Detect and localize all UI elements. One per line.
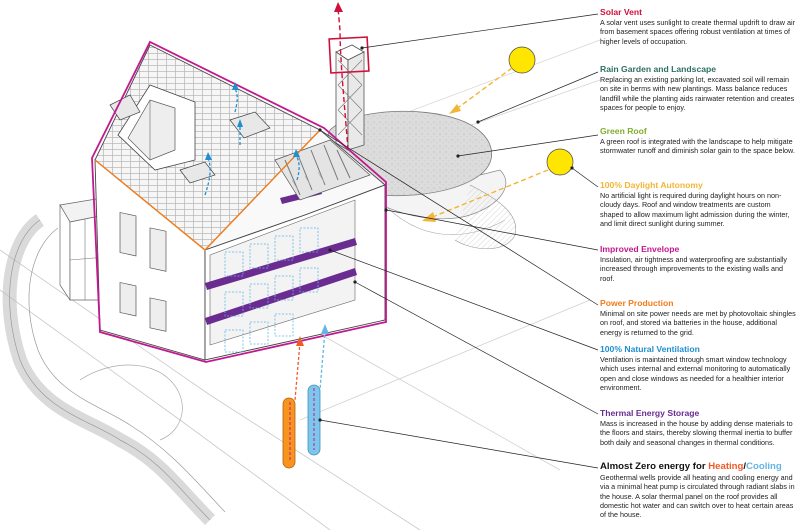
callout-body-daylight: No artificial light is required during d… xyxy=(600,191,790,228)
callout-solar-vent: Solar Vent A solar vent uses sunlight to… xyxy=(600,7,796,46)
callout-power: Power Production Minimal on site power n… xyxy=(600,298,796,337)
leader-dots xyxy=(318,46,574,422)
callout-body-green-roof: A green roof is integrated with the land… xyxy=(600,137,795,156)
callout-title-daylight: 100% Daylight Autonomy xyxy=(600,180,703,190)
callout-title-rain-garden: Rain Garden and Landscape xyxy=(600,64,717,74)
leader-lines xyxy=(319,13,599,469)
callout-title-envelope: Improved Envelope xyxy=(600,244,680,254)
callout-green-roof: Green Roof A green roof is integrated wi… xyxy=(600,126,796,156)
zero-energy-slash: / xyxy=(743,461,747,472)
geothermal-wells xyxy=(282,324,329,469)
daylight-rays xyxy=(422,46,574,222)
callout-body-power: Minimal on site power needs are met by p… xyxy=(600,309,796,337)
callout-thermal-storage: Thermal Energy Storage Mass is increased… xyxy=(600,408,796,447)
callout-rain-garden: Rain Garden and Landscape Replacing an e… xyxy=(600,64,796,112)
ventilation-arrowheads xyxy=(205,82,300,160)
callout-body-rain-garden: Replacing an existing parking lot, excav… xyxy=(600,75,795,112)
callout-ventilation: 100% Natural Ventilation Ventilation is … xyxy=(600,344,796,392)
ventilation-window-grids xyxy=(224,227,319,353)
callout-body-thermal-storage: Mass is increased in the house by adding… xyxy=(600,419,793,447)
callout-daylight: 100% Daylight Autonomy No artificial lig… xyxy=(600,180,796,228)
green-roof xyxy=(326,110,517,249)
callout-body-envelope: Insulation, air tightness and waterproof… xyxy=(600,255,787,283)
envelope-outline xyxy=(91,40,387,363)
callout-body-solar-vent: A solar vent uses sunlight to create the… xyxy=(600,18,795,46)
solar-vent-chimney xyxy=(328,36,370,151)
callout-title-green-roof: Green Roof xyxy=(600,126,647,136)
callout-envelope: Improved Envelope Insulation, air tightn… xyxy=(600,244,796,283)
callout-title-solar-vent: Solar Vent xyxy=(600,7,643,17)
callout-title-thermal-storage: Thermal Energy Storage xyxy=(600,408,700,418)
callout-title-ventilation: 100% Natural Ventilation xyxy=(600,344,700,354)
curved-driveway xyxy=(2,214,226,525)
zero-energy-cooling: Cooling xyxy=(746,461,782,472)
zero-energy-heating: Heating xyxy=(708,461,744,472)
callout-title-power: Power Production xyxy=(600,298,674,308)
zero-energy-prefix: Almost Zero energy for xyxy=(600,461,709,472)
callout-title-zero-energy: Almost Zero energy for Heating/Cooling xyxy=(600,462,796,472)
callout-body-ventilation: Ventilation is maintained through smart … xyxy=(600,355,791,392)
callout-body-zero-energy: Geothermal wells provide all heating and… xyxy=(600,473,795,520)
power-edge xyxy=(94,129,321,251)
callout-zero-energy: Almost Zero energy for Heating/Cooling G… xyxy=(600,462,796,520)
solar-vent-arrow xyxy=(334,2,349,151)
